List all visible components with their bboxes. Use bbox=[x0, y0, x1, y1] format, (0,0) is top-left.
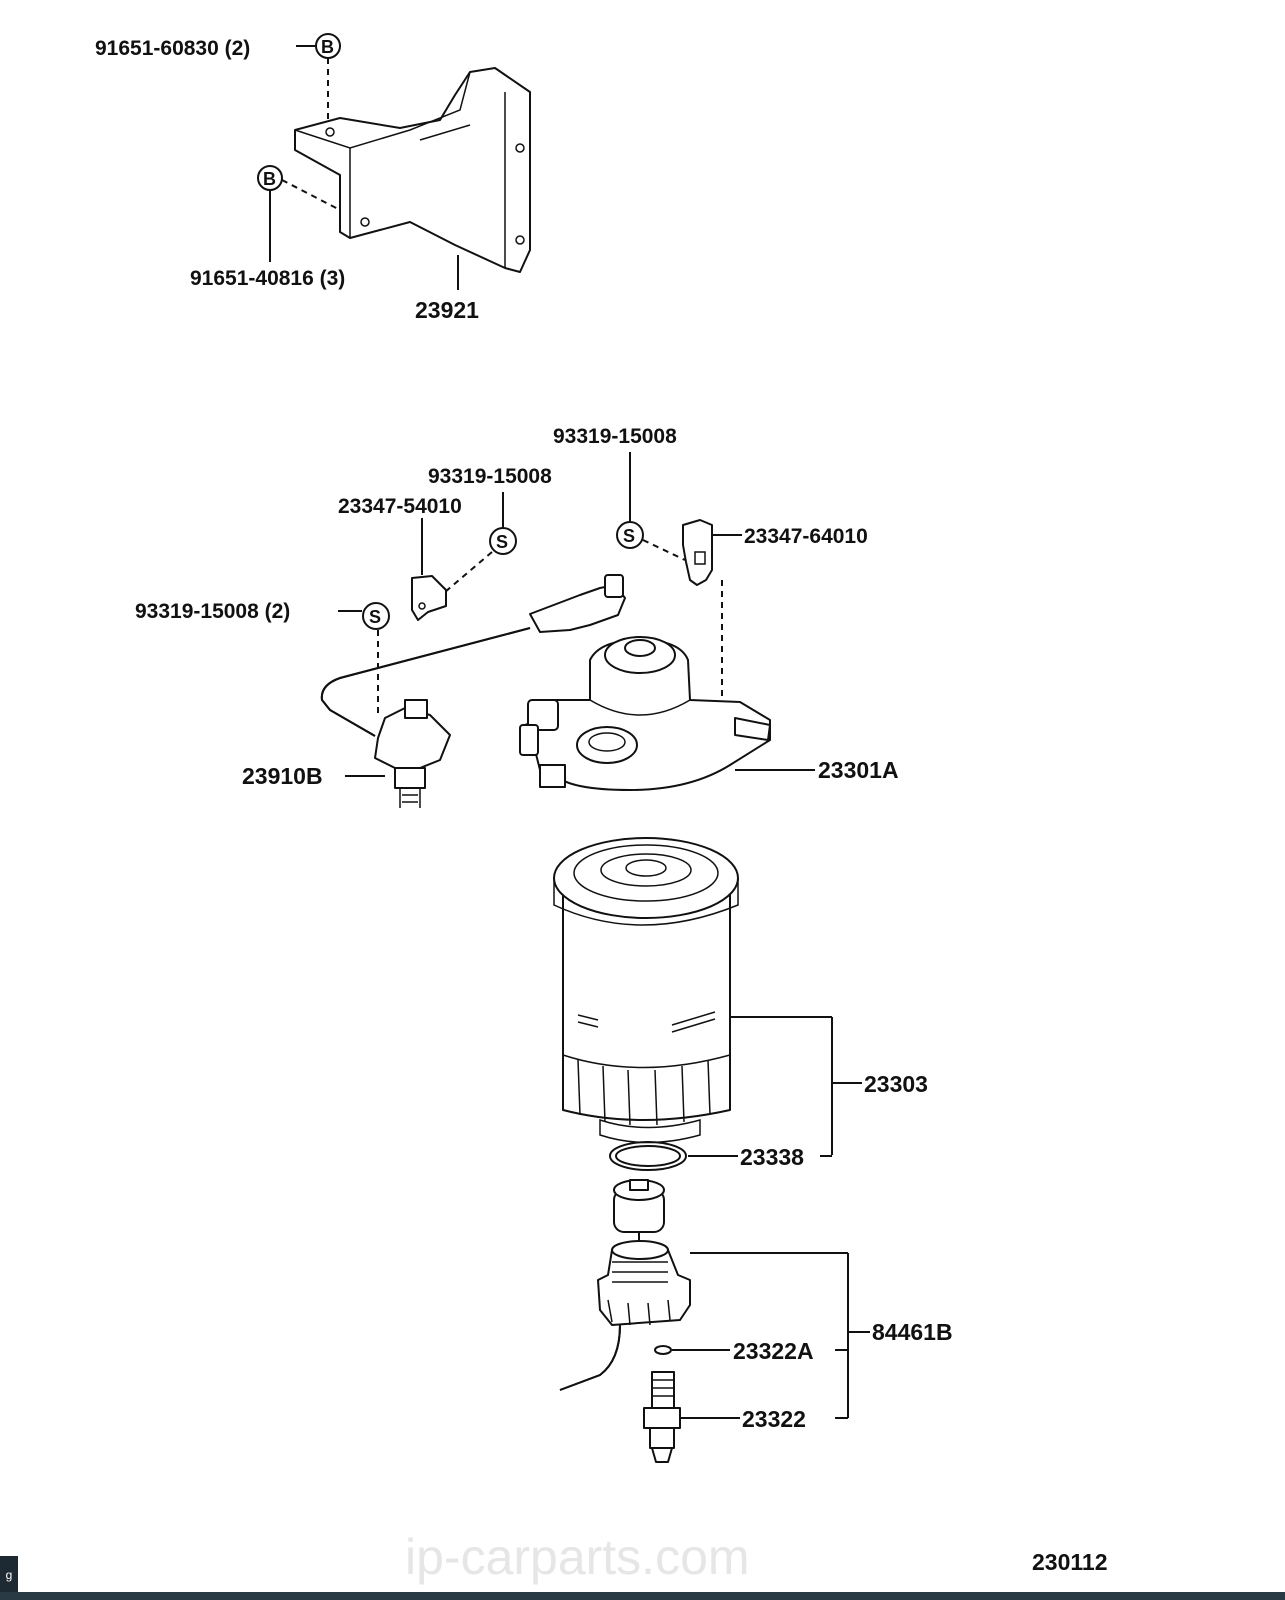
screw-left-callout: 93319-15008 (2) S bbox=[135, 600, 390, 715]
corner-tab[interactable]: g bbox=[0, 1556, 18, 1594]
label-bolt-top: 91651-60830 (2) bbox=[95, 37, 250, 60]
drain-kit-drawing bbox=[559, 1179, 691, 1391]
label-clamp-left: 23347-54010 bbox=[338, 495, 462, 518]
label-filter-head: 23301A bbox=[818, 757, 899, 783]
label-screw-mid: 93319-15008 bbox=[428, 465, 552, 488]
bolt-b-side-callout: B 91651-40816 (3) bbox=[190, 165, 345, 290]
label-gasket: 23322A bbox=[733, 1338, 814, 1364]
clamp-right: 23347-64010 bbox=[682, 519, 868, 710]
bolt-b-top-callout: B 91651-60830 (2) bbox=[95, 33, 341, 120]
bracket-drawing bbox=[294, 67, 531, 273]
screw-right-callout: 93319-15008 S bbox=[553, 425, 686, 561]
screw-symbol: S bbox=[369, 607, 381, 627]
label-switch: 23910B bbox=[242, 763, 323, 789]
bolt-symbol: B bbox=[321, 37, 334, 57]
screw-symbol: S bbox=[496, 532, 508, 552]
filter-head-drawing bbox=[519, 636, 771, 791]
figure-number: 230112 bbox=[1032, 1549, 1107, 1575]
watermark: ip-carparts.com bbox=[405, 1529, 750, 1585]
clamp-left: 23347-54010 bbox=[338, 495, 462, 621]
filter-element-drawing bbox=[553, 837, 739, 1144]
label-o-ring: 23338 bbox=[740, 1144, 804, 1170]
label-drain-kit: 84461B bbox=[872, 1319, 953, 1345]
label-clamp-right: 23347-64010 bbox=[744, 525, 868, 548]
label-sensor: 23322 bbox=[742, 1406, 806, 1432]
bolt-symbol: B bbox=[263, 169, 276, 189]
o-ring-drawing bbox=[609, 1141, 687, 1171]
label-filter-element: 23303 bbox=[864, 1071, 928, 1097]
screw-symbol: S bbox=[623, 526, 635, 546]
screw-mid-callout: 93319-15008 S bbox=[428, 465, 552, 599]
gasket-drawing bbox=[654, 1345, 672, 1355]
switch-drawing bbox=[320, 574, 626, 808]
sensor-drawing bbox=[643, 1371, 681, 1463]
label-screw-right-top: 93319-15008 bbox=[553, 425, 677, 448]
label-screw-left: 93319-15008 (2) bbox=[135, 600, 290, 623]
label-bolt-side: 91651-40816 (3) bbox=[190, 267, 345, 290]
footer-bar bbox=[0, 1592, 1285, 1600]
label-bracket: 23921 bbox=[415, 297, 479, 323]
